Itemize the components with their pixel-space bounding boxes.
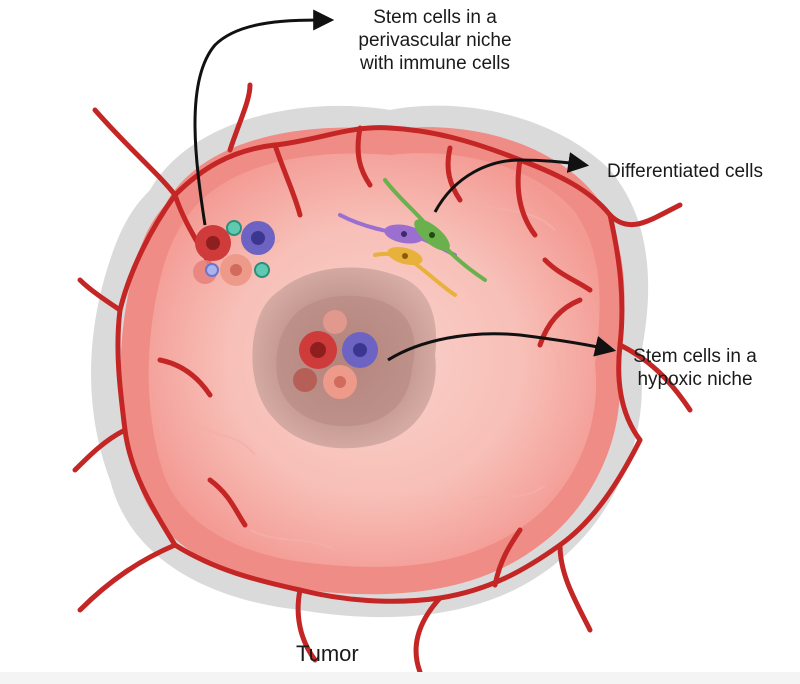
immune-cell bbox=[255, 263, 269, 277]
immune-cell bbox=[206, 264, 218, 276]
label-line: Stem cells in a bbox=[330, 6, 540, 29]
label-line: Stem cells in a bbox=[620, 345, 770, 368]
label-hypoxic-niche: Stem cells in a hypoxic niche bbox=[620, 345, 770, 391]
label-line: perivascular niche bbox=[330, 29, 540, 52]
hypoxic-core-inner bbox=[276, 296, 414, 426]
immune-cell bbox=[227, 221, 241, 235]
bottom-strip bbox=[0, 672, 800, 684]
stem-cell bbox=[293, 368, 317, 392]
label-tumor: Tumor bbox=[296, 642, 359, 665]
label-differentiated-cells: Differentiated cells bbox=[607, 160, 763, 183]
label-perivascular-niche: Stem cells in a perivascular niche with … bbox=[330, 6, 540, 75]
label-line: with immune cells bbox=[330, 52, 540, 75]
label-line: hypoxic niche bbox=[620, 368, 770, 391]
